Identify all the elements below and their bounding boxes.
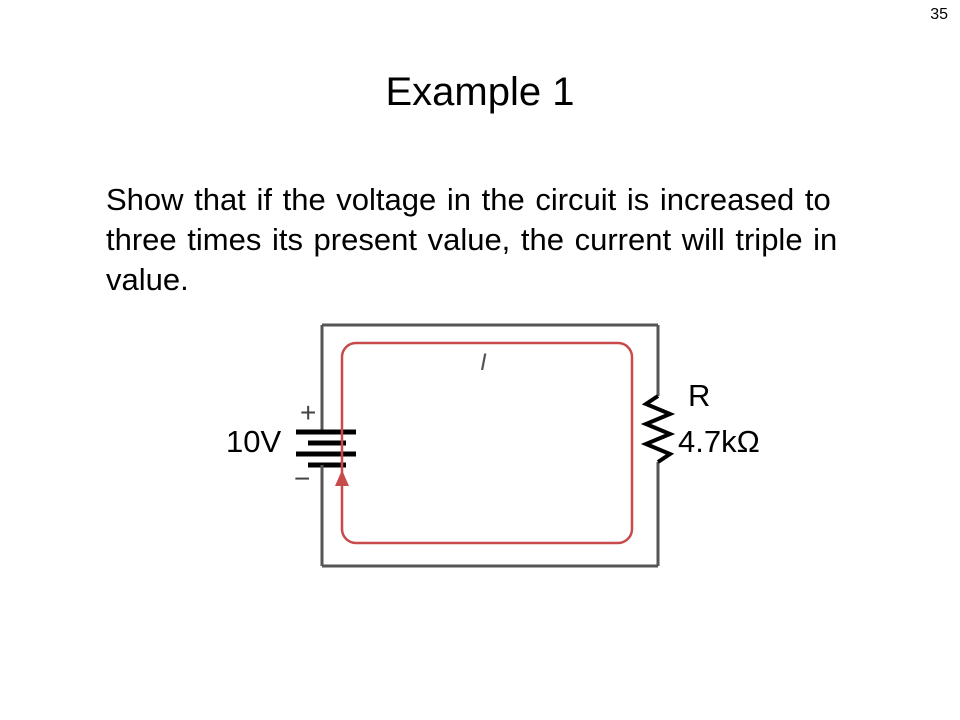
battery-symbol: + − (294, 397, 356, 494)
circuit-wires (320, 323, 660, 568)
battery-minus-sign: − (294, 463, 310, 494)
current-path (340, 341, 634, 545)
slide-title: Example 1 (385, 70, 575, 114)
battery-voltage-label: 10V (226, 424, 282, 459)
resistor-value-label: 4.7kΩ (678, 424, 760, 459)
resistor-symbol (640, 394, 676, 464)
page-number: 35 (930, 6, 948, 23)
problem-statement: Show that if the voltage in the circuit … (106, 182, 838, 297)
battery-plus-sign: + (300, 397, 316, 428)
current-arrow-icon (335, 470, 349, 486)
current-label: I (480, 349, 487, 376)
resistor-name-label: R (688, 378, 711, 413)
